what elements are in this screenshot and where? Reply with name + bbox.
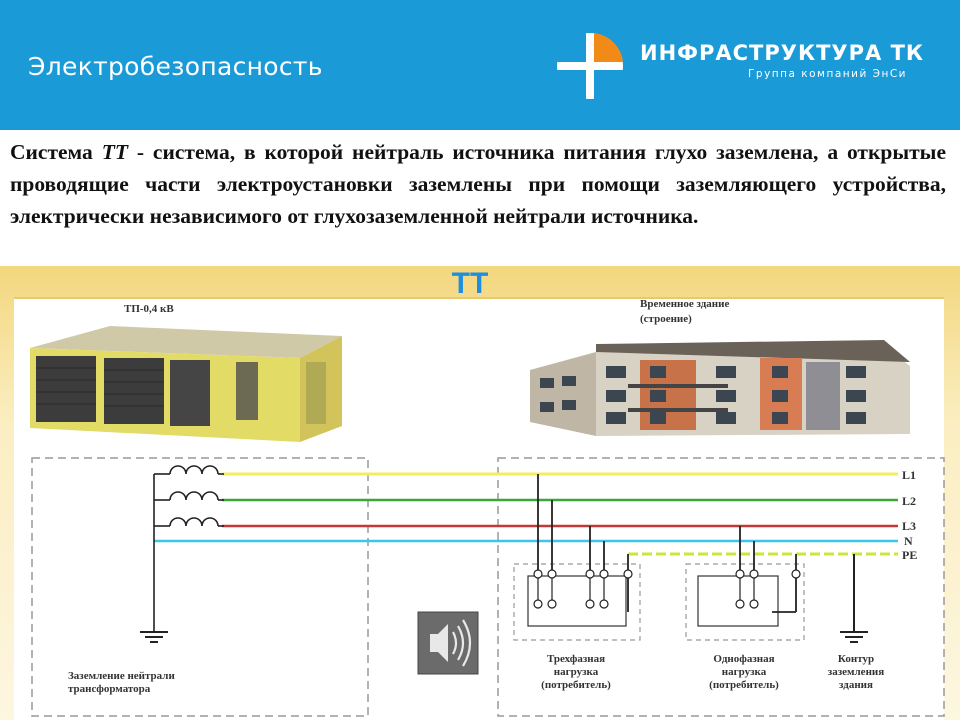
single-phase-label-line2: нагрузка [722,666,767,678]
label-l1: L1 [902,468,916,482]
neutral-earth-label-line1: Заземление нейтрали [68,670,175,682]
single-phase-label-line1: Однофазная [713,653,774,665]
speaker-icon[interactable] [417,611,479,675]
brand-tagline: Группа компаний ЭнСи [748,68,907,80]
substation-label: ТП-0,4 кВ [124,303,174,315]
building-label-line1: Временное здание [640,298,729,310]
earth-loop-label-line3: здания [839,679,873,691]
substation-image: ТП-0,4 кВ [30,303,342,442]
diagram-title: ТТ [452,267,489,300]
substation-boundary [31,457,369,717]
building-image: Временное здание (строение) [530,298,910,436]
earth-loop-label-line1: Контур [838,653,874,665]
three-phase-label-line3: (потребитель) [541,679,611,691]
definition-term: ТТ [101,140,128,164]
tt-definition: Система ТТ - система, в которой нейтраль… [10,136,946,232]
single-phase-load [685,526,805,641]
earth-loop-label-line2: заземления [828,666,884,678]
label-n: N [904,534,913,548]
company-logo-icon [557,33,623,99]
brand-name: ИНФРАСТРУКТУРА ТК [640,41,925,65]
three-phase-load [513,474,641,641]
three-phase-label-line2: нагрузка [554,666,599,678]
building-earth-loop [840,554,868,643]
label-l2: L2 [902,494,916,508]
building-boundary [497,457,945,717]
definition-lead: Система [10,140,102,164]
label-pe: PE [902,548,917,562]
three-phase-label-line1: Трехфазная [547,653,605,665]
tt-system-diagram: ТТ ТП-0,4 кВ Временное здание (строение) [0,266,960,720]
building-label-line2: (строение) [640,313,692,325]
page-title: Электробезопасность [28,52,323,81]
transformer-windings [153,465,224,632]
header-bar: Электробезопасность ИНФРАСТРУКТУРА ТК Гр… [0,0,960,130]
definition-body: - система, в которой нейтраль источника … [10,140,946,228]
neutral-earth-symbol [140,631,168,643]
single-phase-label-line3: (потребитель) [709,679,779,691]
neutral-earth-label-line2: трансформатора [68,683,151,695]
label-l3: L3 [902,519,916,533]
